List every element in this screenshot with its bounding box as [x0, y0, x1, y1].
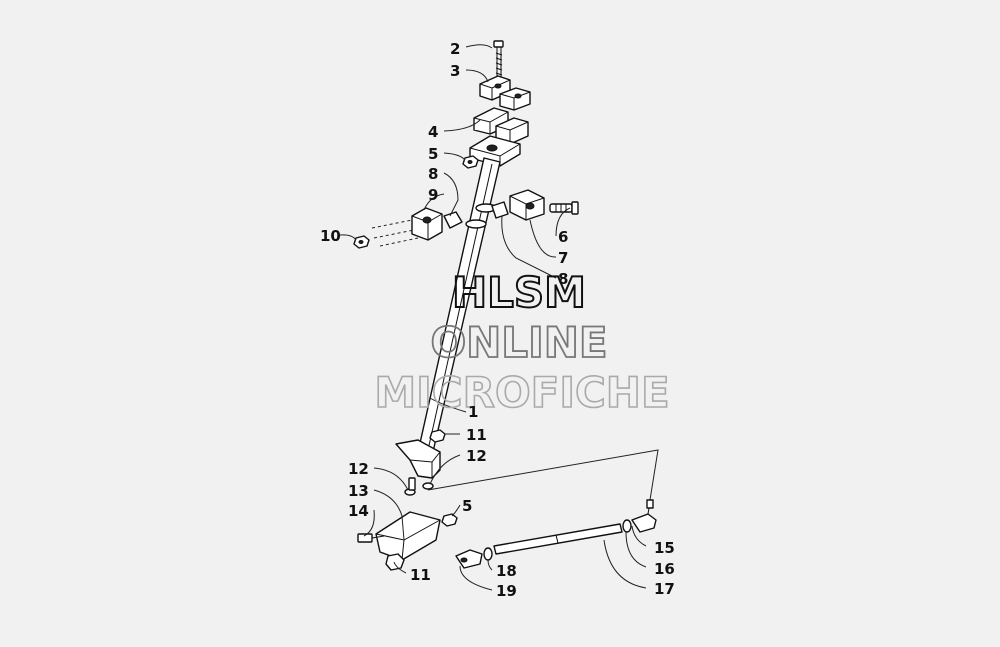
- part-17-tie-rod: [493, 523, 623, 555]
- callout-15: 15: [654, 539, 675, 557]
- assembly-connection-line: [427, 449, 659, 501]
- callout-8-right: 8: [558, 270, 568, 288]
- part-7-bearing-cap: [509, 189, 545, 221]
- callout-17: 17: [654, 580, 675, 598]
- callout-12: 12: [466, 447, 487, 465]
- callout-labels: 2 3 4 5 8 9 10 6 7 8 1 11 12 12 13 14 5 …: [320, 40, 675, 600]
- part-4-lower-clamp: [473, 107, 529, 145]
- watermark-line-3: MICROFICHE: [374, 368, 669, 417]
- leader-lines: [339, 44, 647, 591]
- part-15-tie-rod-end: [631, 499, 657, 533]
- part-5-nut-lower: [441, 513, 458, 527]
- steering-post-lower-bracket: [395, 439, 441, 479]
- callout-14: 14: [348, 502, 369, 520]
- callout-5-lower: 5: [462, 497, 472, 515]
- part-11-nut-upper: [429, 429, 446, 443]
- hardware-dashed-bolt-left: [371, 219, 419, 247]
- callout-10: 10: [320, 227, 341, 245]
- watermark-line-2: ONLINE: [430, 318, 607, 367]
- callout-4: 4: [428, 123, 438, 141]
- callout-11-lower: 11: [410, 566, 431, 584]
- part-5-nut-upper: [462, 155, 479, 169]
- callout-18: 18: [496, 562, 517, 580]
- part-11-nut-lower: [385, 553, 405, 571]
- callout-6: 6: [558, 228, 568, 246]
- part-19-tie-rod-end: [455, 549, 483, 569]
- part-8-bushing-right: [491, 201, 509, 219]
- part-6-bolt-right: [549, 201, 579, 215]
- part-10-nut: [353, 235, 370, 249]
- part-16-jam-nut: [622, 519, 632, 533]
- part-14-mounting-bracket: [357, 511, 441, 561]
- watermark: HLSM ONLINE MICROFICHE: [374, 267, 671, 418]
- callout-7: 7: [558, 249, 568, 267]
- part-9-bearing-block: [411, 207, 443, 241]
- callout-9: 9: [428, 186, 438, 204]
- callout-5: 5: [428, 145, 438, 163]
- part-13-stud: [408, 477, 416, 491]
- callout-3: 3: [450, 62, 460, 80]
- callout-8: 8: [428, 165, 438, 183]
- watermark-line-1: HLSM: [452, 268, 586, 317]
- callout-2: 2: [450, 40, 460, 58]
- callout-12-left: 12: [348, 460, 369, 478]
- callout-11: 11: [466, 426, 487, 444]
- part-8-bushing-left: [443, 211, 463, 229]
- part-3-upper-clamp: [479, 75, 531, 111]
- steering-post-top-plate: [469, 135, 521, 167]
- callout-16: 16: [654, 560, 675, 578]
- callout-13: 13: [348, 482, 369, 500]
- callout-19: 19: [496, 582, 517, 600]
- callout-1: 1: [468, 403, 478, 421]
- part-18-jam-nut: [483, 547, 493, 561]
